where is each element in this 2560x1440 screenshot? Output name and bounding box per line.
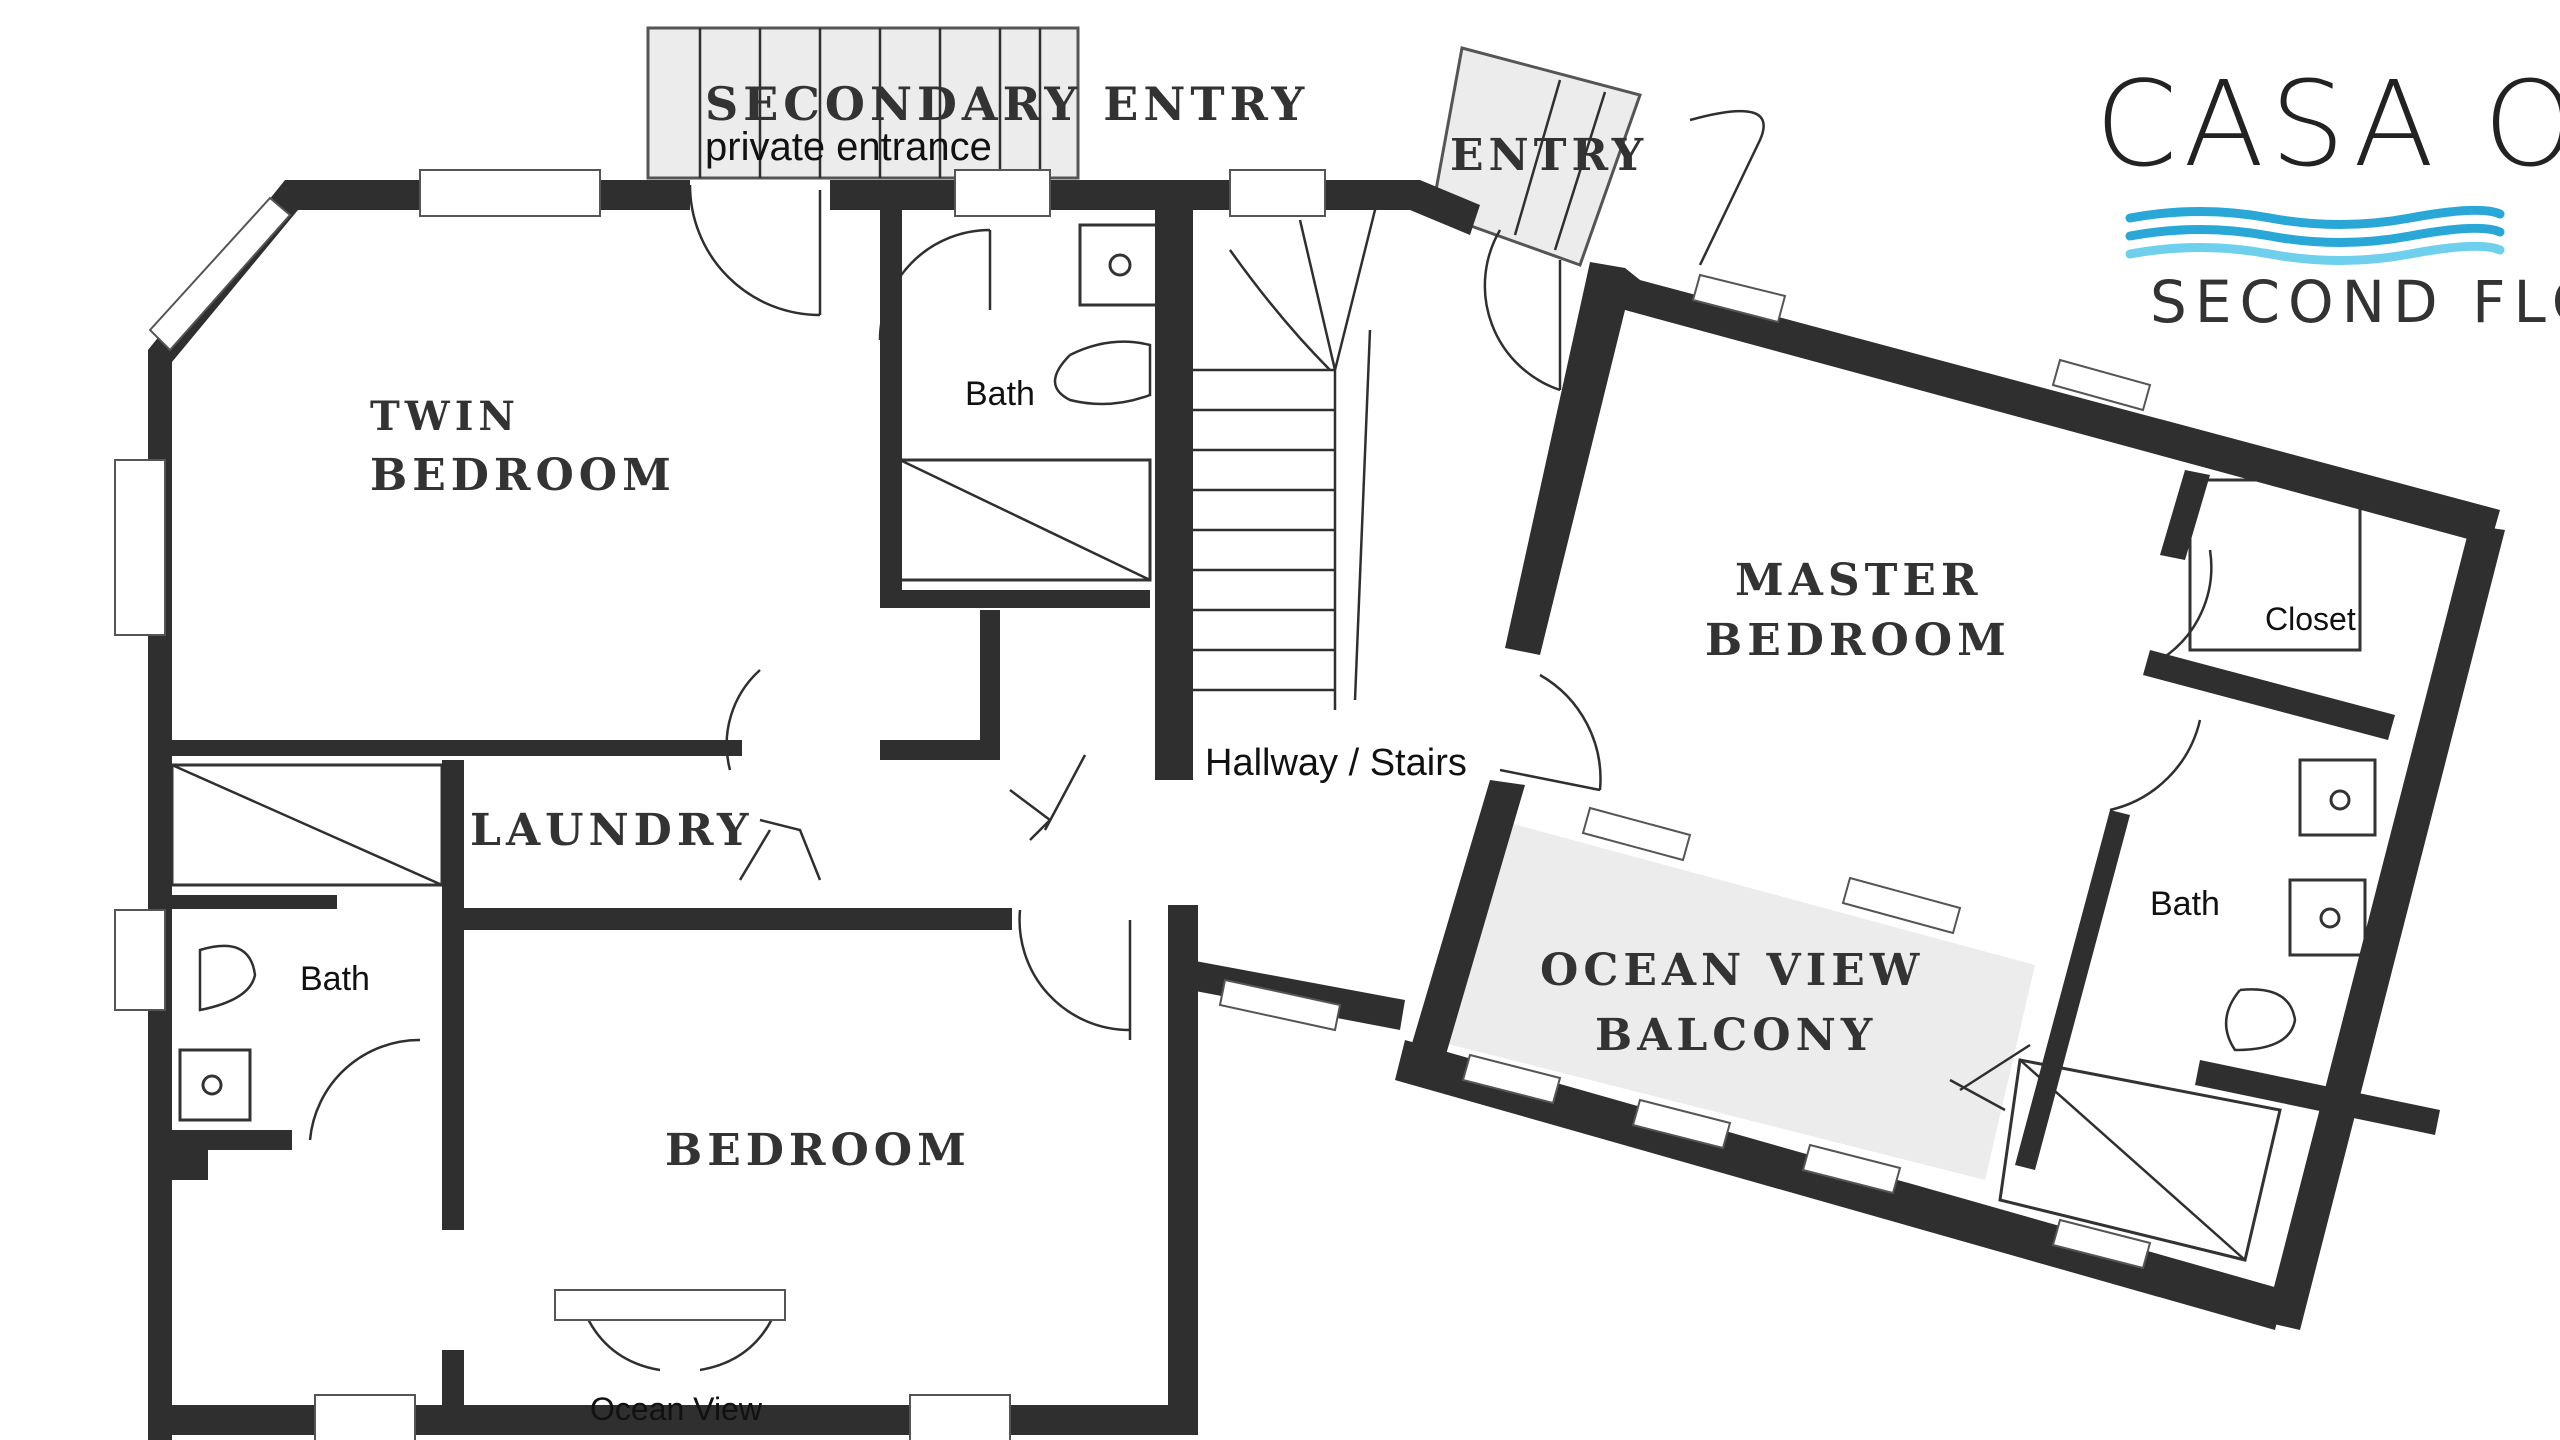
- page-subtitle: SECOND FLOOR: [2150, 268, 2560, 336]
- twin-bedroom-label-2: BEDROOM: [370, 450, 676, 501]
- bath-master-label: Bath: [2150, 885, 2220, 923]
- secondary-entry-label: SECONDARY ENTRY: [705, 77, 1309, 131]
- wave-logo: [2125, 205, 2505, 265]
- hallway-label: Hallway / Stairs: [1205, 742, 1467, 784]
- page-title: CASA OLAS: [2095, 55, 2560, 193]
- door-swings: [308, 184, 2213, 1372]
- master-bedroom-label-2: BEDROOM: [1705, 615, 2011, 666]
- balcony-floor: [1432, 815, 2035, 1180]
- ocean-view-label: Ocean View: [590, 1391, 763, 1427]
- secondary-entry-area: [646, 26, 1080, 180]
- bath-left-label: Bath: [300, 960, 370, 998]
- balcony-label-1: OCEAN VIEW: [1540, 945, 1924, 996]
- bath-fixtures: [178, 223, 2377, 1122]
- entry-label: ENTRY: [1450, 130, 1648, 181]
- bedroom-label: BEDROOM: [665, 1125, 971, 1176]
- closet-label: Closet: [2265, 601, 2356, 637]
- master-bedroom-label-1: MASTER: [1735, 555, 1982, 606]
- balcony-label-2: BALCONY: [1595, 1010, 1877, 1061]
- walls: [148, 180, 2505, 1440]
- main-stairs: [1188, 189, 1382, 710]
- bath-top-label: Bath: [965, 375, 1035, 413]
- twin-bedroom-label-1: TWIN: [370, 393, 520, 440]
- laundry-label: LAUNDRY: [470, 805, 753, 856]
- secondary-entry-note: private entrance: [705, 125, 992, 169]
- windows: [114, 169, 2152, 1440]
- entry-stair-area: [1430, 46, 1765, 267]
